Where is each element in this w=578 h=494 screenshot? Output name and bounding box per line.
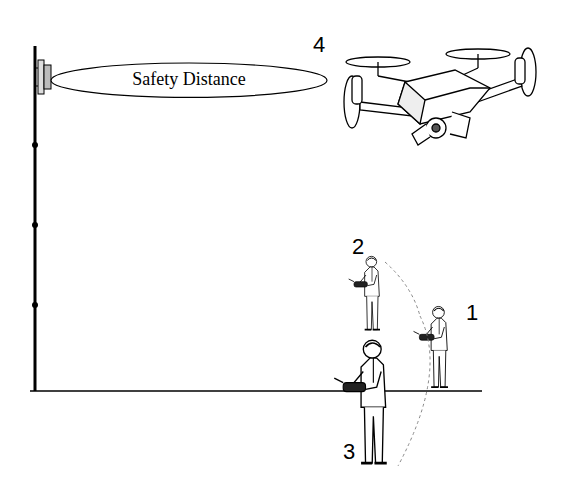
- node-text: Safety Distance: [132, 69, 245, 90]
- pilot-figure: [334, 340, 386, 463]
- pilot-figure: [349, 256, 380, 329]
- callout-number: 3: [343, 441, 355, 463]
- movement-arc: [398, 316, 430, 466]
- pilot-figure: [414, 306, 448, 387]
- ground-line: [30, 390, 482, 392]
- callout-number: 4: [313, 34, 325, 56]
- antenna-tower: [32, 46, 51, 391]
- safety-ellipse: Safety Distance: [50, 62, 328, 98]
- callout-number: 2: [352, 236, 364, 258]
- drone: [344, 48, 536, 145]
- movement-arc: [385, 262, 420, 316]
- callout-number: 1: [466, 302, 478, 324]
